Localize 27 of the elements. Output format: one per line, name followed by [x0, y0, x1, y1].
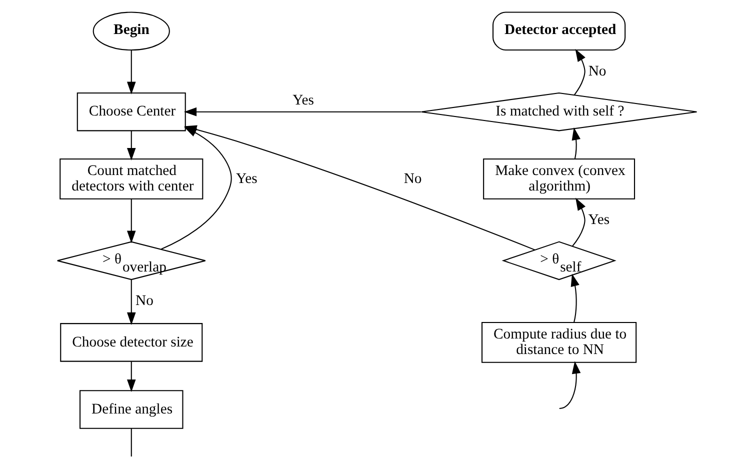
edge-label: Yes: [292, 92, 314, 109]
arrow: [571, 127, 580, 159]
node-box: Choose detector size: [60, 323, 202, 362]
node-box: Count matched detectors with center: [59, 158, 203, 200]
arrow: [572, 198, 586, 246]
arrow: [126, 362, 136, 392]
node-box: Detector accepted: [492, 12, 626, 51]
node-ellipse: Begin: [92, 12, 170, 51]
arrow: [126, 198, 136, 244]
node-box: Define angles: [79, 390, 183, 429]
edge-label: Yes: [236, 170, 257, 187]
arrow: [570, 274, 579, 323]
edge-label: No: [135, 292, 153, 309]
node-diamond: Is matched with self ?: [420, 92, 697, 132]
arrow: [126, 280, 136, 325]
arrow: [126, 50, 136, 94]
node-box: Compute radius due to distance to NN: [480, 322, 636, 363]
edge-label: No: [588, 63, 606, 80]
arrow: [126, 131, 136, 161]
edge-label: Yes: [588, 212, 610, 228]
node-box: Make convex (convex algorithm): [482, 158, 635, 200]
arrow: [573, 48, 585, 96]
edge-label: No: [403, 170, 422, 187]
arrow: [183, 107, 420, 116]
arrow: [558, 361, 580, 409]
connector: [130, 428, 132, 457]
node-box: Choose Center: [76, 92, 186, 132]
